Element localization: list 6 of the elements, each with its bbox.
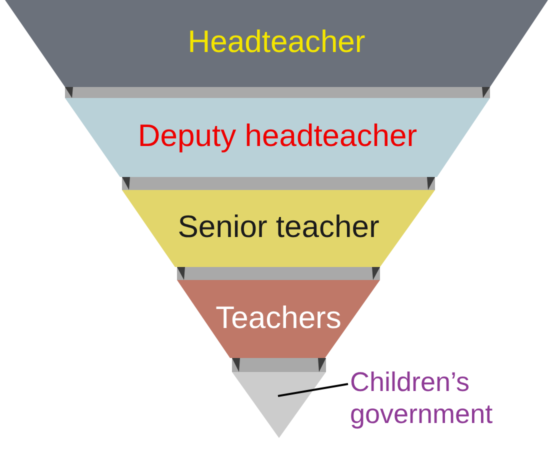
callout-label: Children’s government bbox=[350, 366, 494, 430]
level-label: Headteacher bbox=[188, 26, 366, 61]
leader-line bbox=[278, 383, 348, 397]
level-label: Teachers bbox=[216, 302, 342, 336]
level-label: Deputy headteacher bbox=[138, 120, 418, 155]
level-label: Senior teacher bbox=[178, 211, 380, 246]
